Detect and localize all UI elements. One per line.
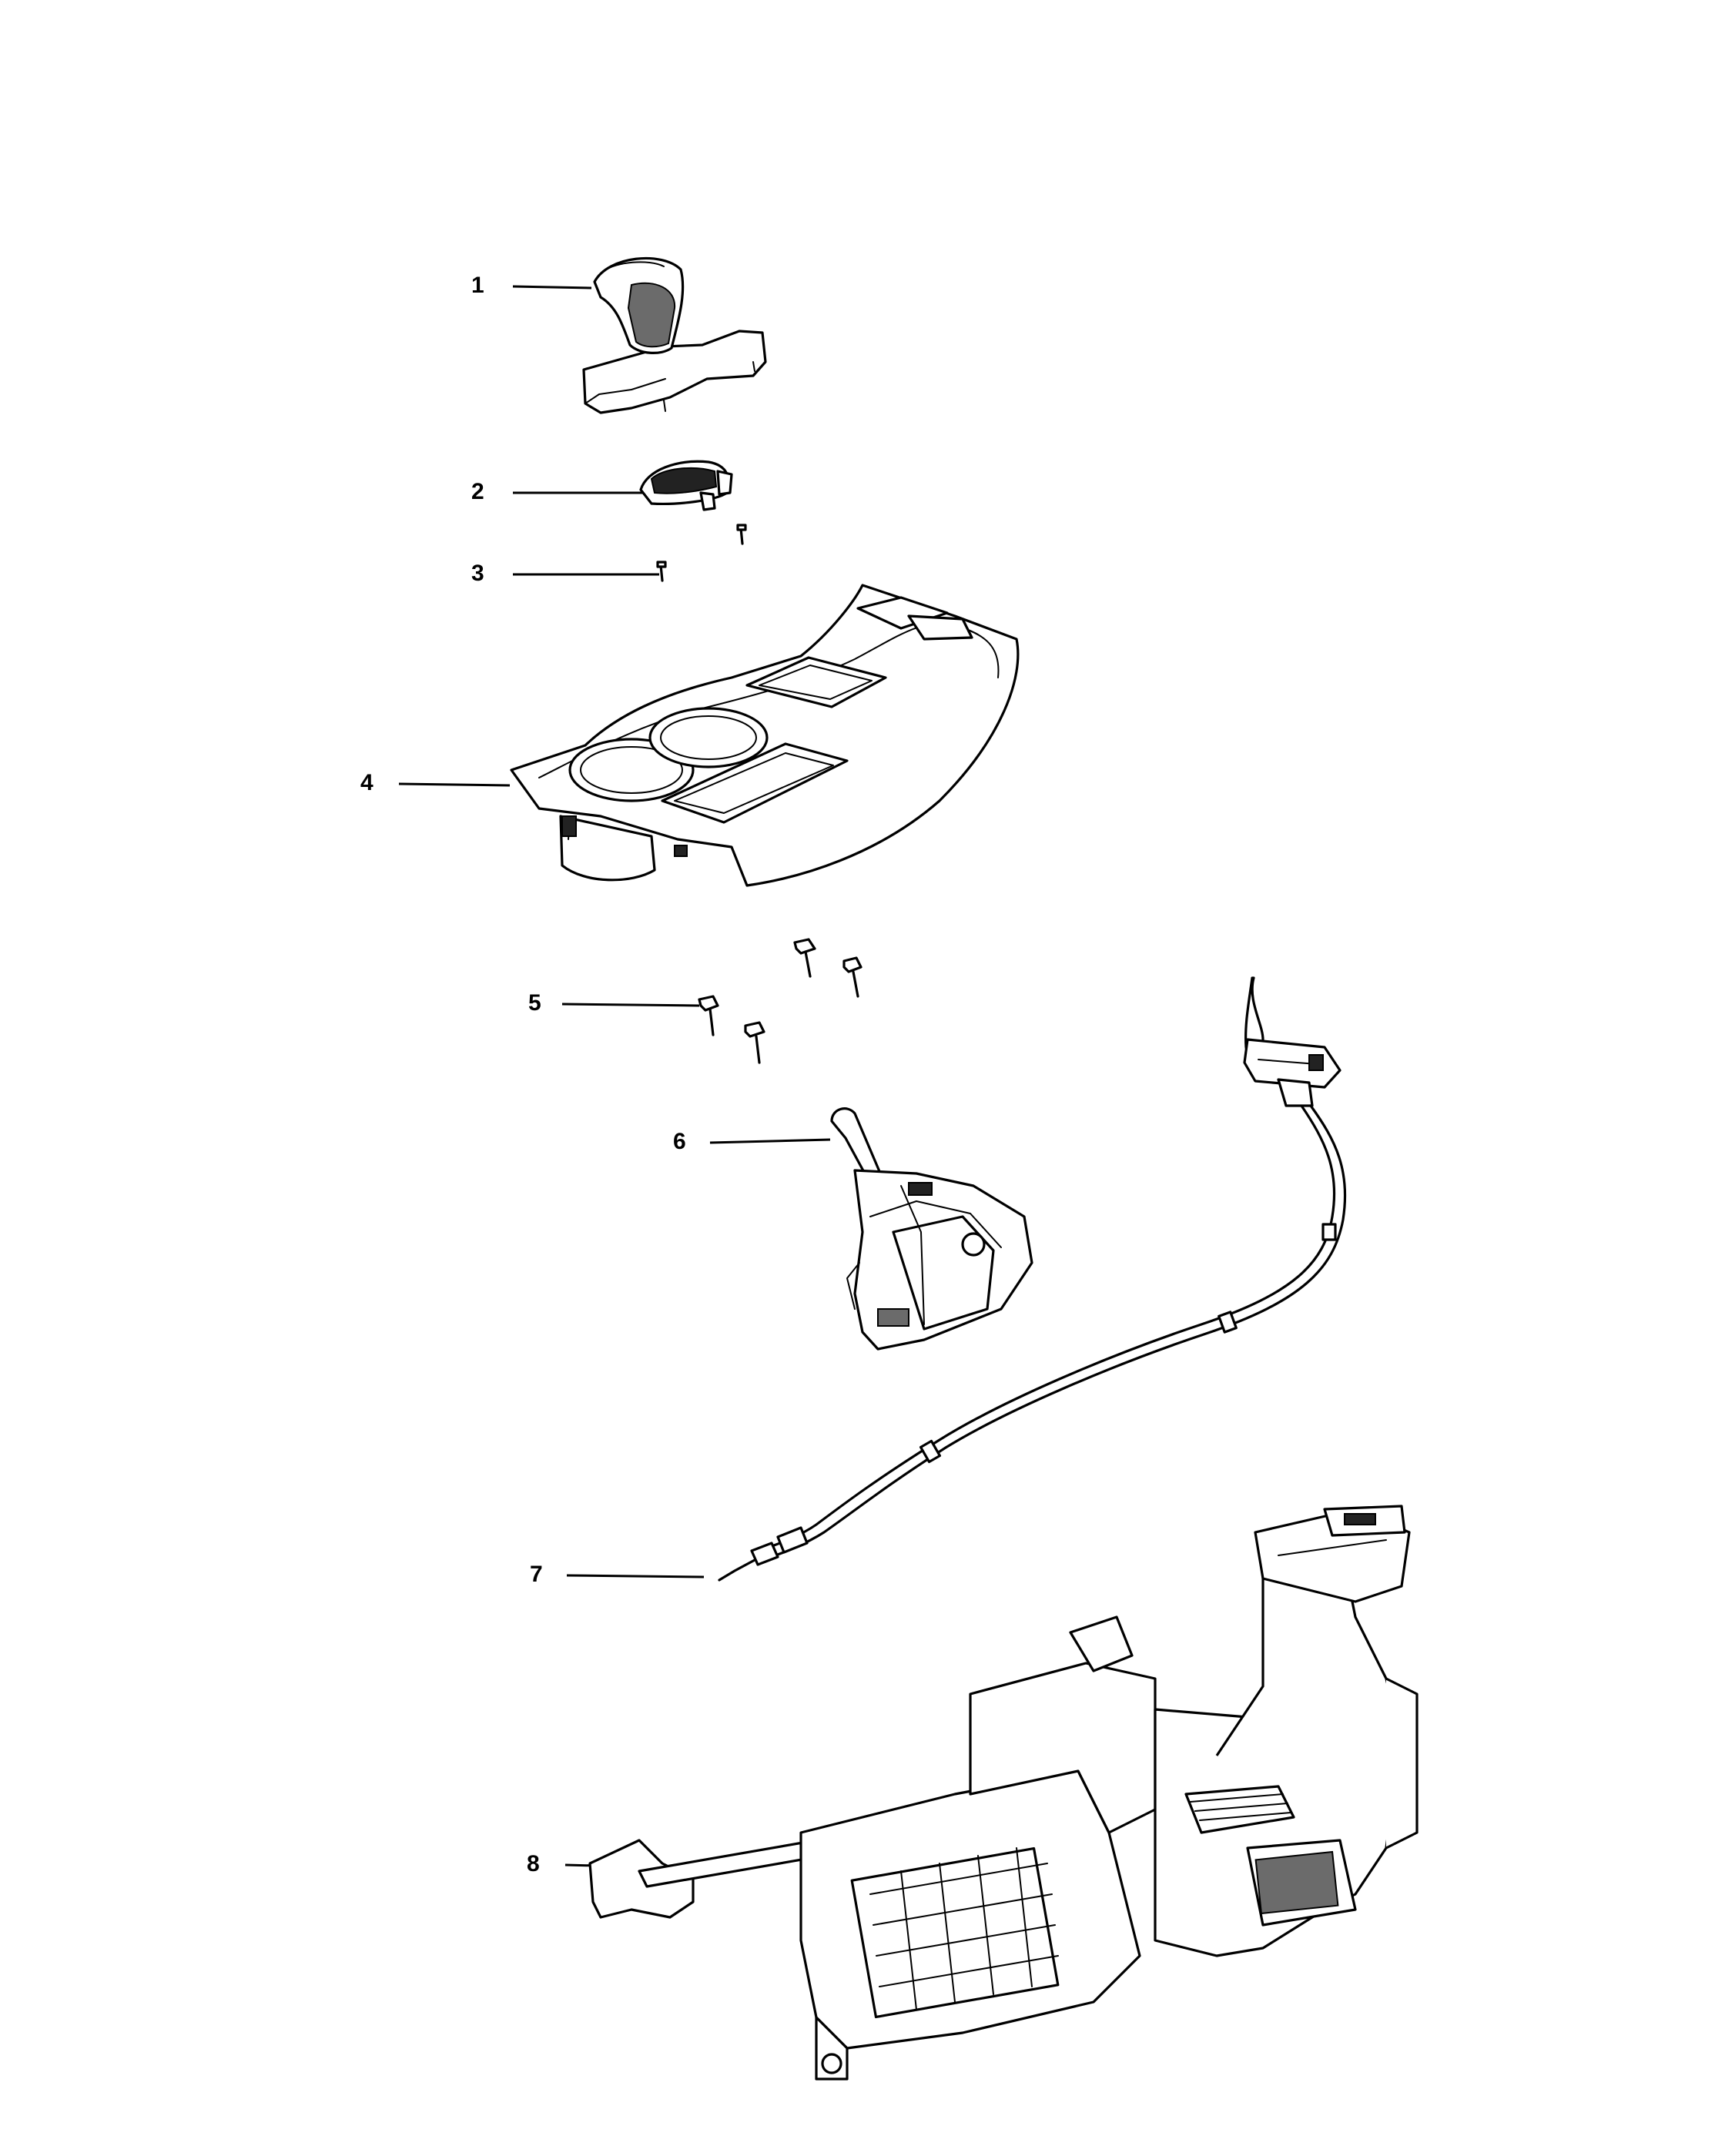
part-6-shifter-assembly	[830, 1107, 1033, 1351]
part-8-console-base	[588, 1505, 1419, 2081]
callout-1: 1	[471, 273, 484, 298]
leader-1	[512, 285, 592, 290]
grille-front	[850, 1846, 1060, 2019]
part-3-screws	[656, 524, 747, 582]
callout-2: 2	[471, 479, 484, 504]
callout-7: 7	[530, 1562, 543, 1587]
grille-rear	[1254, 1850, 1339, 1915]
callout-3: 3	[471, 561, 484, 586]
callout-6: 6	[673, 1129, 686, 1154]
leader-5	[561, 1003, 700, 1007]
part-1-shifter-bezel	[582, 256, 767, 414]
callout-5: 5	[528, 990, 541, 1016]
leader-4	[398, 782, 511, 787]
part-5-bolts	[698, 938, 862, 1064]
callout-8: 8	[527, 1851, 540, 1876]
callout-4: 4	[360, 770, 373, 795]
leader-7	[566, 1574, 705, 1578]
part-2-switch	[639, 460, 733, 511]
part-7-shift-cable	[718, 976, 1347, 1582]
leader-lines	[398, 285, 831, 1868]
part-4-console-bezel	[510, 584, 1020, 887]
leader-6	[709, 1138, 831, 1144]
